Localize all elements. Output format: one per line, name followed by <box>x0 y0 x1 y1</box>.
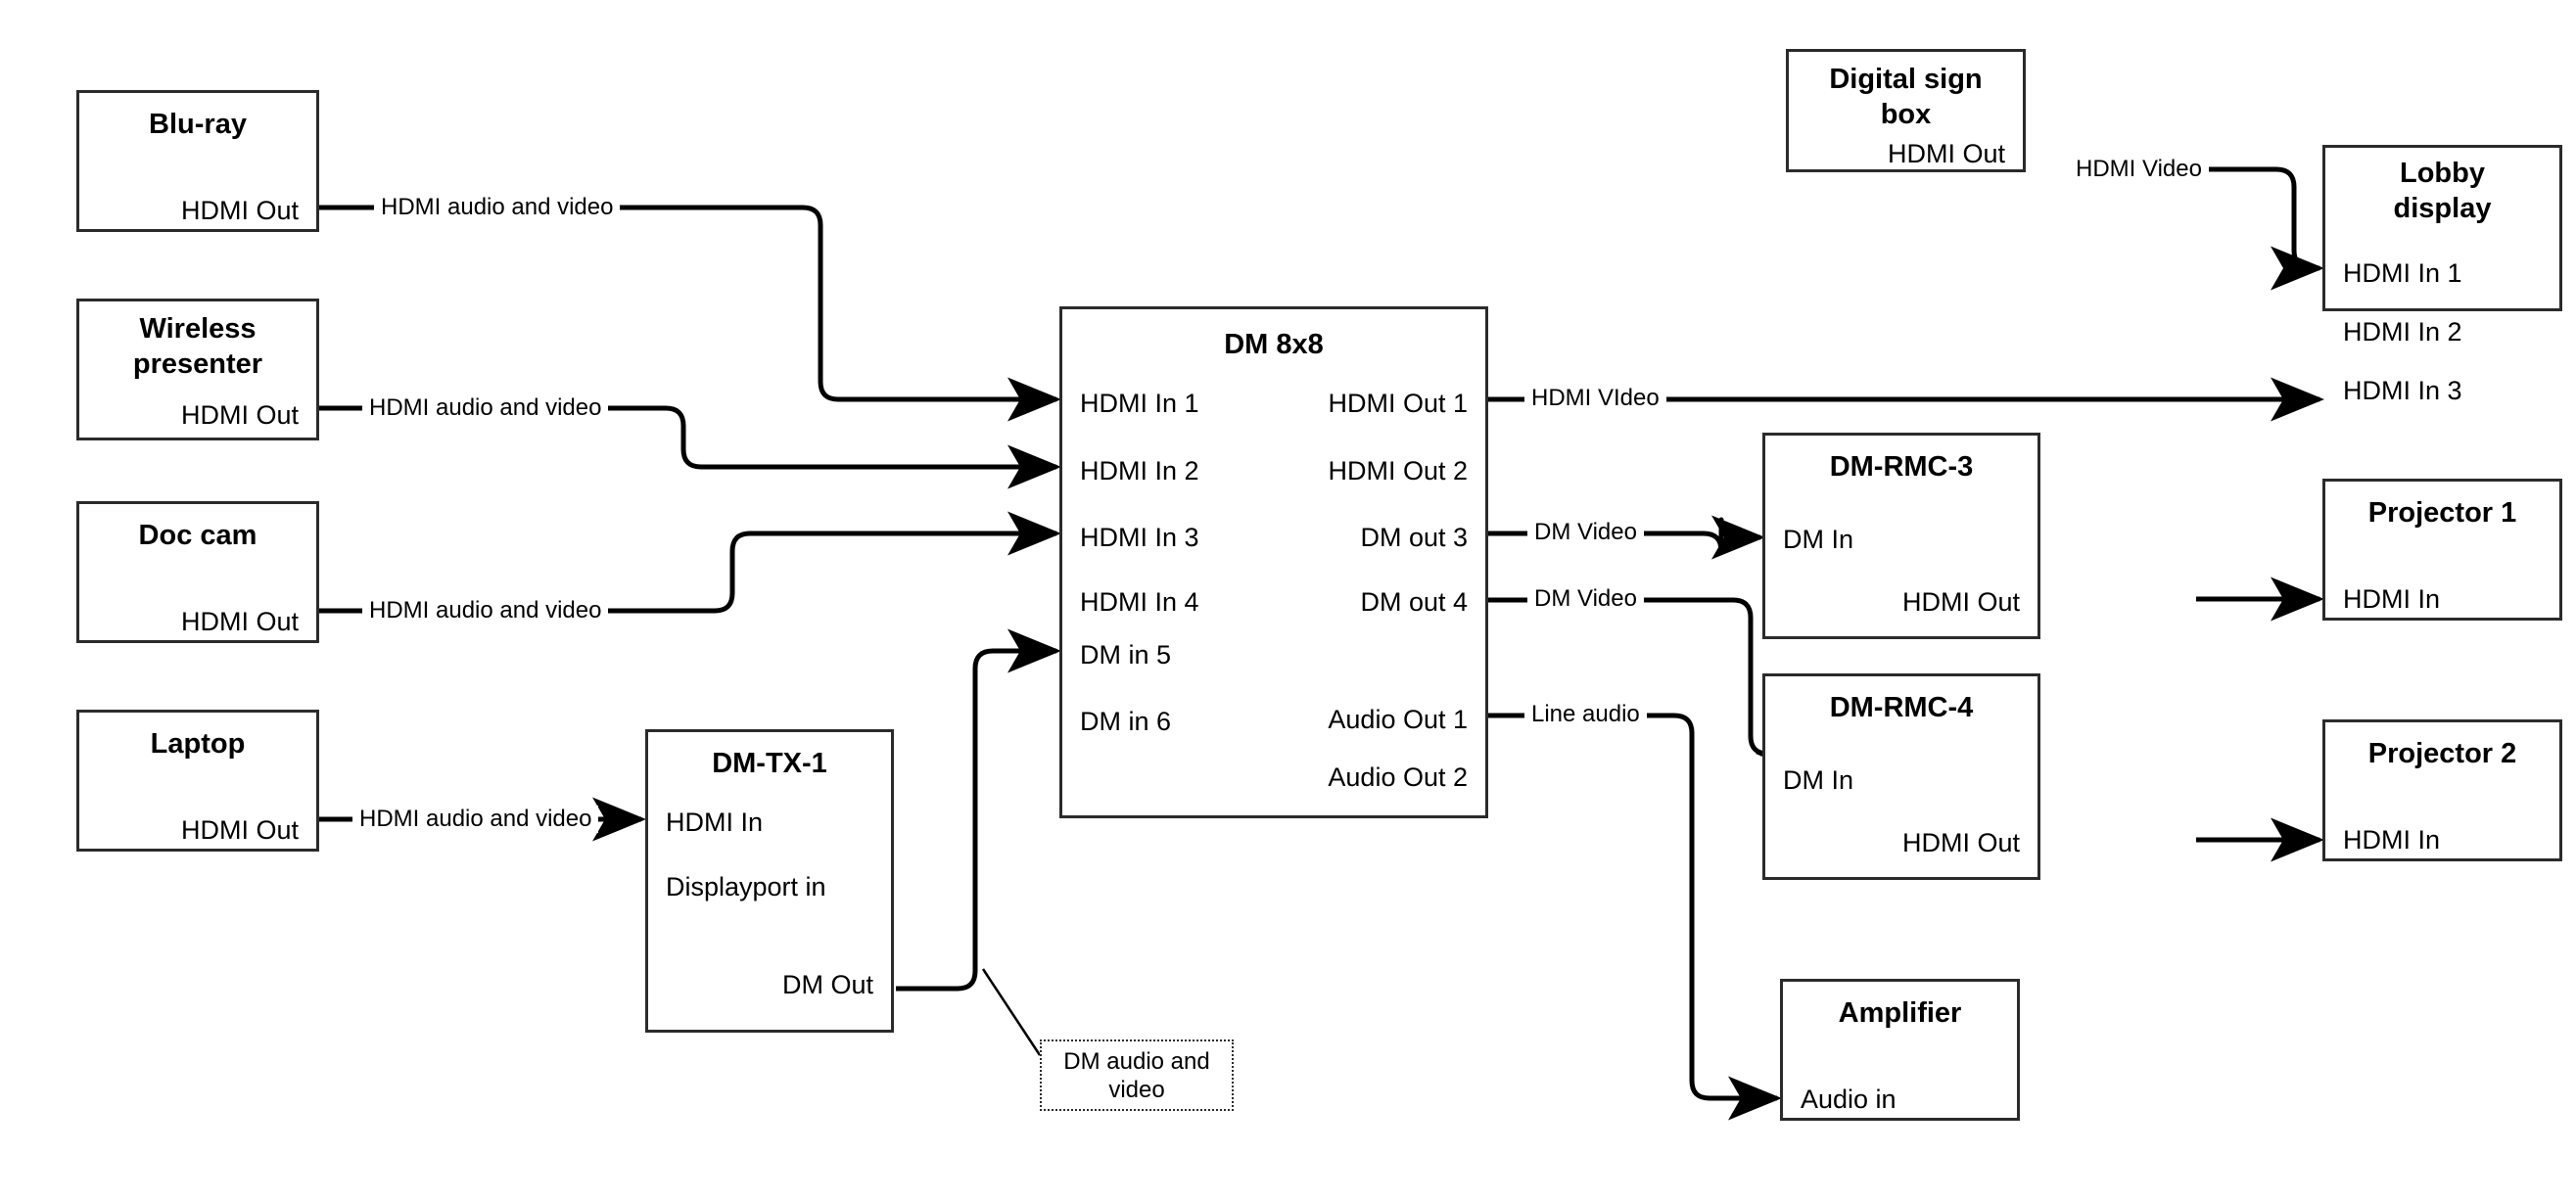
node-lobby-display[interactable]: Lobby display HDMI In 1 HDMI In 2 HDMI I… <box>2322 145 2562 405</box>
node-dm-8x8-title: DM 8x8 <box>1224 329 1324 360</box>
node-wireless-presenter[interactable]: Wireless presenter HDMI Out <box>76 299 319 440</box>
edge-label-dm8x8-hdmiout1: HDMI VIdeo <box>1524 385 1666 412</box>
node-amplifier-title: Amplifier <box>1838 997 1962 1029</box>
port-sign-hdmi-out[interactable]: HDMI Out <box>1887 139 2005 168</box>
callout-dm-audio-and-video: DM audio and video <box>1040 1039 1234 1111</box>
edge-label-wireless-to-dm8x8: HDMI audio and video <box>362 394 609 422</box>
port-lobby-hdmi-in-1[interactable]: HDMI In 1 <box>2343 258 2462 288</box>
node-amplifier[interactable]: Amplifier Audio in <box>1780 979 2020 1121</box>
node-dm-tx-1-title: DM-TX-1 <box>712 748 827 779</box>
port-dm8x8-in-1[interactable]: HDMI In 1 <box>1080 389 1199 418</box>
node-laptop-title: Laptop <box>150 728 246 760</box>
port-dm8x8-in-5[interactable]: DM in 5 <box>1080 640 1172 670</box>
wire-bluray-to-dm8x8 <box>318 205 1061 422</box>
edge-label-bluray-to-dm8x8: HDMI audio and video <box>374 194 621 221</box>
wire-dm8x8-dmout4-to-dmrmc4 <box>1488 597 1809 776</box>
node-projector-1[interactable]: Projector 1 HDMI In <box>2322 479 2562 621</box>
port-laptop-hdmi-out[interactable]: HDMI Out <box>180 815 299 845</box>
port-dm8x8-in-3[interactable]: HDMI In 3 <box>1080 523 1199 552</box>
node-dm-tx-1[interactable]: DM-TX-1 HDMI In Displayport in DM Out <box>645 729 894 1033</box>
edge-label-doccam-to-dm8x8: HDMI audio and video <box>362 597 609 624</box>
port-projector2-hdmi-in[interactable]: HDMI In <box>2343 825 2441 855</box>
port-dm8x8-out-4[interactable]: DM out 4 <box>1360 587 1468 617</box>
node-dm-rmc-3[interactable]: DM-RMC-3 DM In HDMI Out <box>1762 433 2040 639</box>
port-dmrmc3-dm-in[interactable]: DM In <box>1783 525 1854 554</box>
port-wireless-hdmi-out[interactable]: HDMI Out <box>180 400 299 430</box>
port-dmrmc4-hdmi-out[interactable]: HDMI Out <box>1901 828 2020 857</box>
node-doc-cam-title: Doc cam <box>138 520 258 551</box>
edge-label-sign-to-lobby: HDMI Video <box>2069 156 2209 183</box>
node-doc-cam[interactable]: Doc cam HDMI Out <box>76 501 319 643</box>
port-dm8x8-in-2[interactable]: HDMI In 2 <box>1080 456 1199 485</box>
node-dm-rmc-3-title: DM-RMC-3 <box>1829 451 1974 483</box>
edge-label-dm8x8-dmout3: DM Video <box>1527 519 1644 546</box>
node-digital-sign-box[interactable]: Digital sign box HDMI Out <box>1786 49 2026 172</box>
port-dm8x8-out-5[interactable]: Audio Out 1 <box>1328 705 1468 734</box>
port-dmtx1-hdmi-in[interactable]: HDMI In <box>666 808 764 837</box>
wire-sign-to-lobby <box>2183 166 2324 291</box>
node-dm-8x8[interactable]: DM 8x8 HDMI In 1 HDMI In 2 HDMI In 3 HDM… <box>1059 306 1488 818</box>
port-bluray-hdmi-out[interactable]: HDMI Out <box>180 196 299 225</box>
edge-label-laptop-to-dmtx1: HDMI audio and video <box>352 806 599 833</box>
node-digital-sign-box-title: Digital sign box <box>1829 64 1983 130</box>
port-dmrmc4-dm-in[interactable]: DM In <box>1783 765 1854 795</box>
wire-dm8x8-audioout1-to-amplifier <box>1488 713 1782 1121</box>
port-dmtx1-dm-out[interactable]: DM Out <box>781 970 873 999</box>
port-dm8x8-out-6[interactable]: Audio Out 2 <box>1328 762 1468 792</box>
node-dm-rmc-4[interactable]: DM-RMC-4 DM In HDMI Out <box>1762 673 2040 880</box>
port-doccam-hdmi-out[interactable]: HDMI Out <box>180 607 299 636</box>
node-lobby-display-title: Lobby display <box>2393 158 2492 224</box>
port-projector1-hdmi-in[interactable]: HDMI In <box>2343 584 2441 614</box>
edge-label-dm8x8-audioout1: Line audio <box>1524 701 1647 728</box>
node-bluray[interactable]: Blu-ray HDMI Out <box>76 90 319 232</box>
port-lobby-hdmi-in-2[interactable]: HDMI In 2 <box>2343 317 2462 346</box>
node-bluray-title: Blu-ray <box>149 109 247 140</box>
port-dm8x8-out-1[interactable]: HDMI Out 1 <box>1328 389 1468 418</box>
port-dmtx1-displayport-in[interactable]: Displayport in <box>666 872 826 901</box>
node-projector-2[interactable]: Projector 2 HDMI In <box>2322 719 2562 861</box>
node-laptop[interactable]: Laptop HDMI Out <box>76 710 319 852</box>
wire-dmtx1-to-dm8x8 <box>896 628 1061 992</box>
node-wireless-presenter-title: Wireless presenter <box>132 313 263 380</box>
port-dm8x8-out-2[interactable]: HDMI Out 2 <box>1328 456 1468 485</box>
port-dmrmc3-hdmi-out[interactable]: HDMI Out <box>1901 587 2020 617</box>
port-dm8x8-in-4[interactable]: HDMI In 4 <box>1080 587 1199 617</box>
port-dm8x8-out-3[interactable]: DM out 3 <box>1360 523 1468 552</box>
edge-label-dm8x8-dmout4: DM Video <box>1527 585 1644 613</box>
port-amplifier-audio-in[interactable]: Audio in <box>1801 1085 1897 1114</box>
node-projector-2-title: Projector 2 <box>2367 738 2517 769</box>
node-projector-1-title: Projector 1 <box>2367 497 2517 529</box>
port-dm8x8-in-6[interactable]: DM in 6 <box>1080 707 1172 736</box>
node-dm-rmc-4-title: DM-RMC-4 <box>1829 692 1974 723</box>
callout-leader-line <box>981 968 1042 1056</box>
port-lobby-hdmi-in-3[interactable]: HDMI In 3 <box>2343 376 2462 405</box>
